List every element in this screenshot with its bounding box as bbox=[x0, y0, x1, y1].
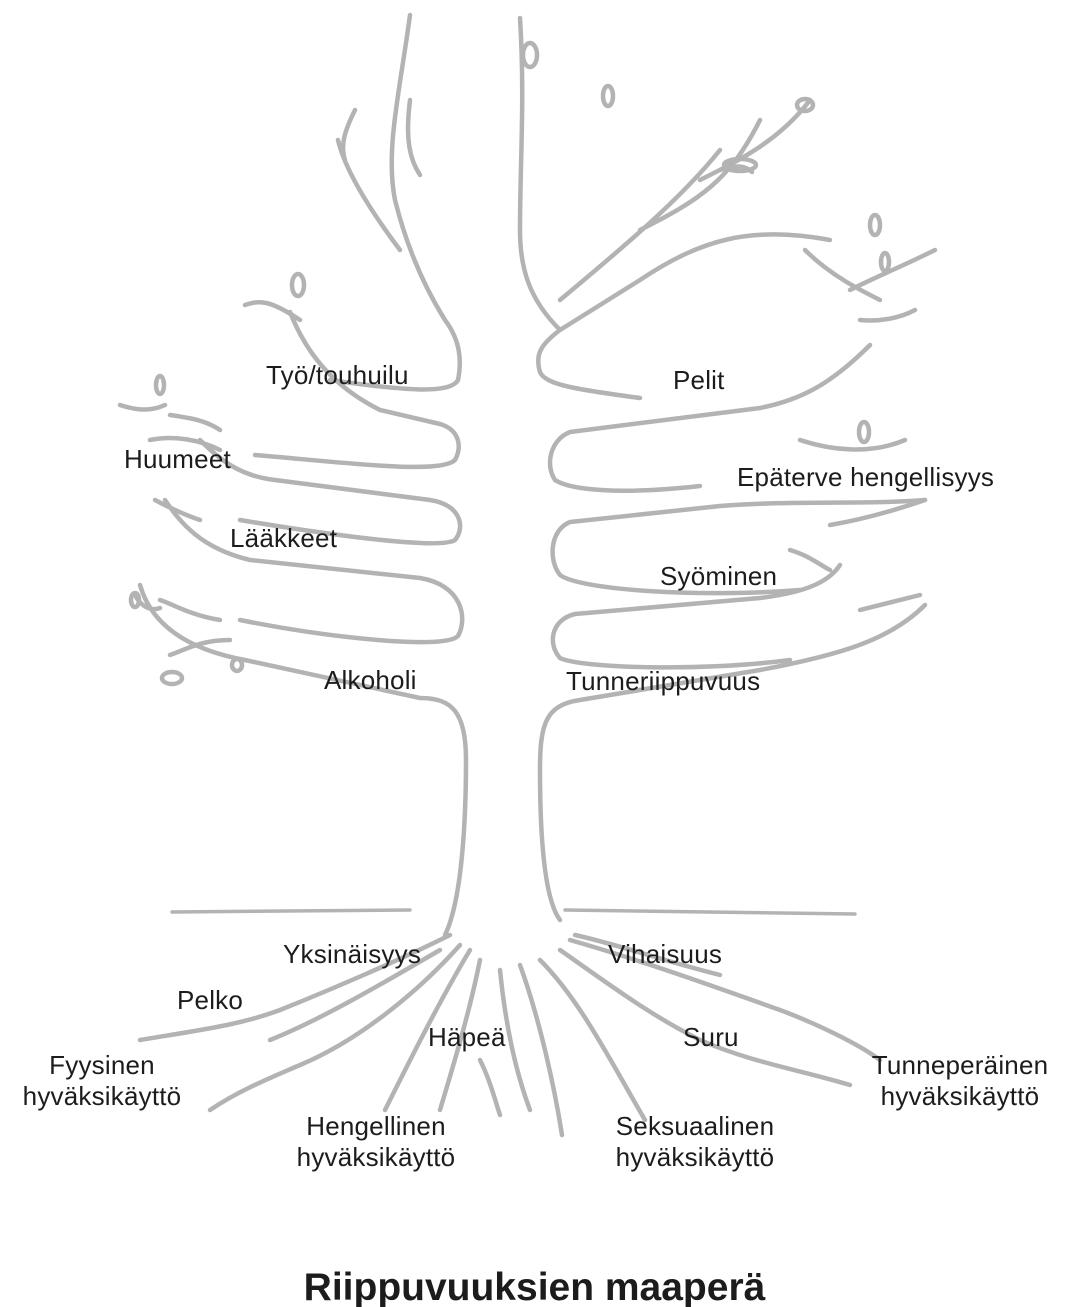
label-tunneperainen-hyvaksikaytto: Tunneperäinen hyväksikäyttö bbox=[872, 1050, 1049, 1112]
label-seksuaalinen-hyvaksikaytto: Seksuaalinen hyväksikäyttö bbox=[616, 1111, 775, 1173]
leaf bbox=[162, 672, 182, 684]
label-seksuaalinen-line2: hyväksikäyttö bbox=[616, 1142, 775, 1173]
ground-line-right bbox=[565, 910, 855, 914]
trunk-left-outline bbox=[140, 15, 466, 935]
roots bbox=[140, 935, 880, 1135]
label-suru: Suru bbox=[683, 1022, 739, 1053]
label-pelit: Pelit bbox=[673, 365, 725, 396]
branch-right-twigs bbox=[560, 100, 935, 610]
label-huumeet: Huumeet bbox=[124, 444, 231, 475]
label-tunneperainen-line2: hyväksikäyttö bbox=[872, 1081, 1049, 1112]
label-pelko: Pelko bbox=[177, 985, 243, 1016]
diagram-title: Riippuvuuksien maaperä bbox=[0, 1266, 1069, 1307]
label-hengellinen-line2: hyväksikäyttö bbox=[297, 1142, 456, 1173]
leaf bbox=[131, 593, 139, 607]
label-tyo-touhuilu: Työ/touhuilu bbox=[266, 360, 409, 391]
leaf bbox=[232, 659, 242, 671]
label-seksuaalinen-line1: Seksuaalinen bbox=[616, 1111, 775, 1142]
label-fyysinen-hyvaksikaytto: Fyysinen hyväksikäyttö bbox=[23, 1050, 182, 1112]
label-vihaisuus: Vihaisuus bbox=[608, 939, 722, 970]
ground-line-left bbox=[172, 910, 410, 912]
leaf bbox=[603, 86, 613, 106]
label-tunneriippuvuus: Tunneriippuvuus bbox=[566, 666, 760, 697]
label-laakkeet: Lääkkeet bbox=[230, 523, 337, 554]
leaf bbox=[156, 376, 164, 394]
leaf bbox=[292, 274, 304, 296]
label-hengellinen-line1: Hengellinen bbox=[297, 1111, 456, 1142]
label-fyysinen-line1: Fyysinen bbox=[23, 1050, 182, 1081]
leaf bbox=[870, 215, 880, 235]
leaf bbox=[859, 422, 869, 442]
label-syominen: Syöminen bbox=[660, 561, 777, 592]
label-hengellinen-hyvaksikaytto: Hengellinen hyväksikäyttö bbox=[297, 1111, 456, 1173]
label-tunneperainen-line1: Tunneperäinen bbox=[872, 1050, 1049, 1081]
label-yksinaisyys: Yksinäisyys bbox=[283, 939, 421, 970]
label-hapea: Häpeä bbox=[428, 1022, 506, 1053]
label-fyysinen-line2: hyväksikäyttö bbox=[23, 1081, 182, 1112]
leaf bbox=[881, 253, 889, 271]
label-alkoholi: Alkoholi bbox=[324, 665, 417, 696]
leaf bbox=[523, 43, 537, 67]
label-epaterve-hengellisyys: Epäterve hengellisyys bbox=[737, 462, 994, 493]
